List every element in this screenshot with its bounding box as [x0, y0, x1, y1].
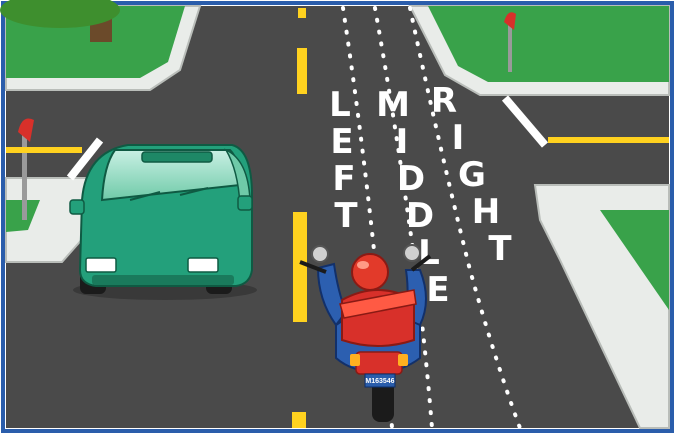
lane-label-letter: G [458, 155, 486, 195]
lane-label-letter: D [406, 196, 434, 236]
lane-label-letter: I [452, 118, 465, 158]
lane-label-letter: E [426, 270, 449, 310]
lane-label-letter: L [329, 85, 351, 125]
lane-label-letter: T [334, 196, 358, 236]
lane-label-letter: R [431, 81, 457, 121]
license-plate-text: M163546 [365, 378, 394, 385]
lane-label-letter: M [376, 85, 410, 125]
lane-label-letter: E [330, 122, 353, 162]
top-left-corner-block [0, 0, 202, 91]
lane-divider-dotted-lines [341, 6, 522, 430]
crosswalk-edge-right [501, 95, 549, 148]
center-yellow-line [292, 8, 307, 428]
lane-label-letter: I [396, 122, 409, 162]
crosswalk-edge-left [66, 137, 104, 181]
green-car [69, 144, 257, 300]
lane-label-letter: F [332, 159, 355, 199]
lane-label-letter: T [488, 229, 512, 269]
lane-label-letter: H [472, 192, 500, 232]
motorcycle-with-rider: M163546 [299, 244, 432, 422]
lane-label-letter: D [397, 159, 425, 199]
right-sidewalk [533, 184, 670, 429]
lane-label-letter: L [418, 233, 440, 273]
top-right-corner-block [408, 5, 670, 96]
